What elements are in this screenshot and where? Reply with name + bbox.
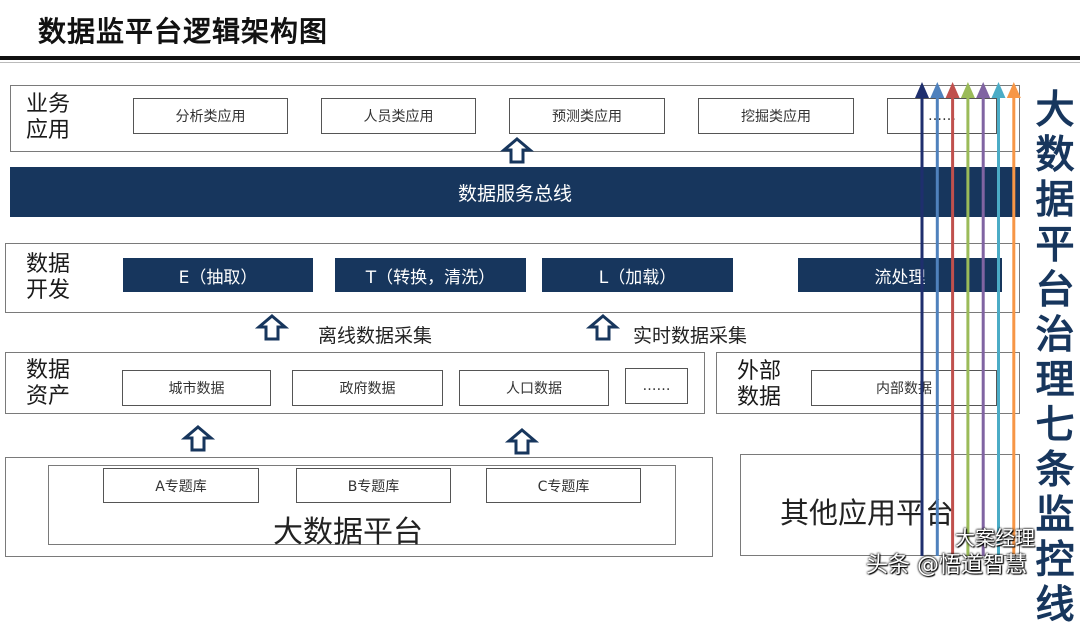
dev-step-load: L（加载） [542, 258, 733, 292]
asset-box: …… [625, 368, 688, 404]
platform-label: 大数据平台 [273, 515, 423, 550]
page-title: 数据监平台逻辑架构图 [38, 15, 329, 48]
data-service-bus: 数据服务总线 [10, 167, 1020, 217]
app-box: 分析类应用 [133, 98, 288, 134]
asset-box: 城市数据 [122, 370, 271, 406]
other-platform-label: 其他应用平台 [780, 496, 955, 530]
asset-box: 政府数据 [292, 370, 443, 406]
dev-step-transform: T（转换，清洗） [335, 258, 526, 292]
app-box: 人员类应用 [321, 98, 476, 134]
dev-layer-label: 数据 开发 [26, 252, 71, 303]
business-layer-label: 业务 应用 [26, 92, 71, 143]
theme-library-box: A专题库 [103, 468, 259, 503]
realtime-collect-label: 实时数据采集 [633, 325, 748, 347]
dev-step-extract: E（抽取） [123, 258, 313, 292]
theme-library-box: C专题库 [486, 468, 641, 503]
app-box: …… [887, 98, 997, 134]
up-arrow [504, 428, 540, 455]
other-platform [740, 454, 1020, 556]
theme-library-box: B专题库 [296, 468, 451, 503]
title-divider-thin [0, 62, 1080, 63]
up-arrow [585, 314, 621, 341]
app-box: 挖掘类应用 [698, 98, 854, 134]
asset-box: 人口数据 [459, 370, 609, 406]
governance-title: 大数据平台治理七条监控线 [1035, 88, 1075, 628]
offline-collect-label: 离线数据采集 [318, 325, 433, 347]
external-layer-label: 外部 数据 [737, 359, 782, 410]
watermark-line2: 头条 @悟道智慧 [866, 553, 1027, 578]
assets-layer-label: 数据 资产 [26, 358, 71, 409]
up-arrow [254, 314, 290, 341]
up-arrow [180, 425, 216, 452]
dev-step-stream: 流处理 [798, 258, 1002, 292]
external-box: 内部数据 [811, 370, 997, 406]
app-box: 预测类应用 [509, 98, 665, 134]
title-divider [0, 56, 1080, 60]
watermark-line1: 大案经理 [955, 526, 1035, 550]
